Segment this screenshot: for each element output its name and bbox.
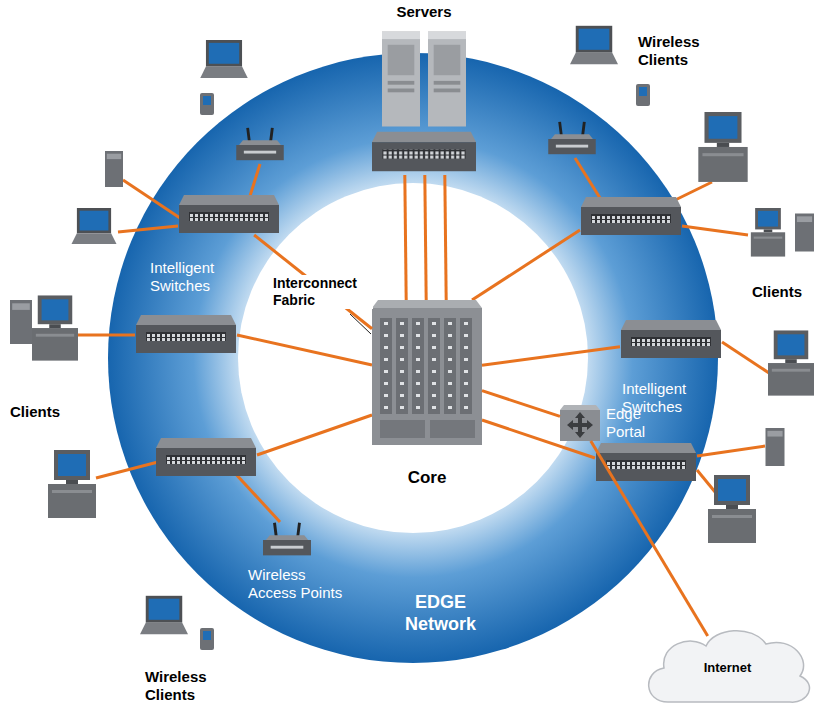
server [428, 32, 466, 127]
wire [78, 334, 135, 337]
client-tower [795, 214, 814, 252]
wire [682, 226, 748, 235]
node-label: Edge Portal [606, 405, 658, 441]
wireless-phone [636, 84, 650, 106]
power-unit [430, 420, 475, 438]
core-chassis [372, 300, 482, 445]
chassis-cards [380, 318, 472, 414]
wire [96, 462, 158, 478]
wireless-access-point: Wireless Access Points [263, 520, 311, 560]
client-tower [766, 428, 785, 466]
core-switch: Core [372, 300, 482, 445]
access-point [548, 122, 596, 154]
edge-portal: Edge Portal [560, 405, 600, 441]
client-group-label: Clients [10, 403, 72, 421]
wire [472, 230, 580, 300]
connector [591, 441, 708, 636]
wireless-laptop [140, 596, 188, 634]
connector [425, 175, 426, 300]
node-label: Intelligent Switches [150, 259, 235, 295]
power-unit [380, 420, 425, 438]
wire [722, 342, 772, 375]
wire [123, 180, 180, 218]
internet-cloud: Internet [645, 636, 810, 702]
client-group-label: Wireless Clients [638, 33, 716, 69]
chassis-body [372, 308, 482, 445]
switch [581, 197, 681, 235]
switch [156, 438, 256, 476]
client-pc [32, 295, 78, 360]
server-group: Servers [372, 30, 476, 175]
wireless-phone [200, 628, 214, 650]
intelligent-switch: Intelligent Switches [620, 320, 722, 360]
switch [136, 315, 236, 353]
wireless-laptop [570, 26, 618, 64]
intelligent-switch: Intelligent Switches [178, 195, 280, 235]
wire [257, 415, 372, 455]
connector [482, 347, 620, 365]
connector [405, 175, 406, 300]
wire [250, 164, 260, 196]
client-pc [751, 208, 785, 257]
node-label: Internet [645, 660, 810, 676]
portal-arrows [567, 412, 593, 438]
server-switch [372, 132, 476, 172]
wires [78, 158, 772, 522]
client-tower [105, 151, 123, 187]
portal-body [560, 410, 600, 441]
connector [482, 391, 560, 417]
client-tower [10, 300, 32, 344]
wire [697, 446, 765, 456]
access-point [236, 128, 284, 160]
chassis-top [372, 300, 482, 308]
edge-network-ring: EDGE NetworkIntelligent SwitchesCoreInte… [108, 53, 718, 663]
edge-portal-box [560, 405, 600, 441]
wire [232, 470, 280, 522]
client-pc [698, 112, 747, 182]
client-pc [48, 450, 96, 518]
node-label: EDGE Network [398, 592, 483, 635]
switch [621, 320, 721, 358]
client-pc [708, 475, 756, 543]
wire [575, 158, 600, 198]
client-laptop [72, 208, 117, 244]
wireless-laptop [200, 40, 248, 78]
client-pc [768, 330, 814, 395]
server [382, 32, 420, 127]
wire [118, 226, 178, 232]
node-label: Wireless Access Points [248, 566, 348, 602]
connector [254, 235, 372, 329]
portal-top [560, 405, 600, 410]
wireless-phone [200, 93, 214, 115]
wire [237, 335, 372, 365]
connector [445, 175, 446, 300]
access-point [263, 523, 311, 556]
client-group-label: Clients [752, 283, 814, 301]
node-label: Core [372, 468, 482, 488]
fabric-label: Interconnect Fabric [273, 275, 373, 309]
node-label: Servers [372, 3, 476, 21]
client-group-label: Wireless Clients [145, 668, 223, 704]
switch [179, 195, 279, 233]
